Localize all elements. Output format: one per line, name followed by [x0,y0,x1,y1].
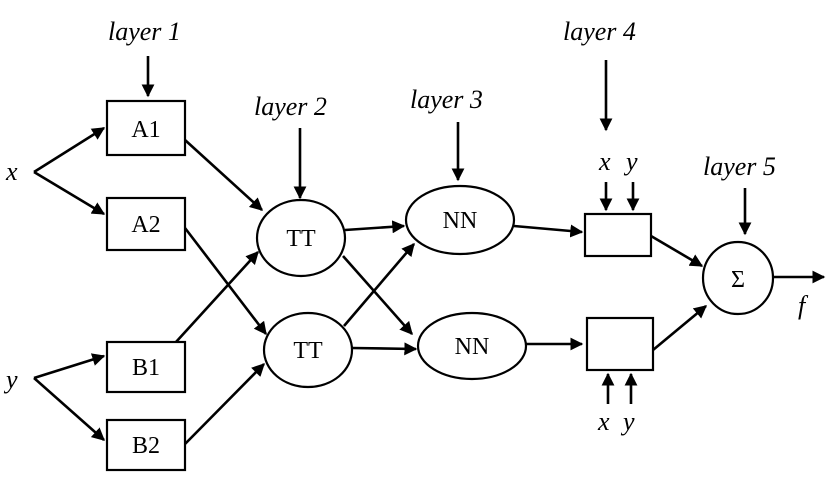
layer-2-label: layer 2 [254,92,327,121]
edge-a2-tt2 [183,227,268,336]
layer-5-label: layer 5 [703,152,776,181]
edge-y-b2 [33,377,105,441]
l4-top-y-label: y [623,147,638,176]
l4-bottom-x-label: x [597,407,610,436]
l4-top-x-label: x [598,147,611,176]
edge-tt1-nn1 [344,220,406,234]
input-x-label: x [5,157,18,186]
node-l4-bottom [585,316,655,372]
edge-b1-tt1 [175,251,259,343]
node-b2 [105,418,187,472]
edge-tt1-nn2 [342,255,413,335]
node-tt2-label: TT [293,338,323,364]
edge-nn1-l4a [513,224,584,238]
node-tt2 [262,311,354,389]
edge-l4a-sum [650,234,704,268]
edge-y-b1 [33,353,106,380]
edge-a1-tt1 [184,139,263,211]
layer-1-label: layer 1 [108,17,181,46]
node-a1-label: A1 [131,117,160,143]
edge-x-a1 [33,126,106,174]
node-tt1 [255,198,347,278]
node-a2 [105,196,187,252]
node-b1-label: B1 [132,355,160,381]
node-b2-label: B2 [132,433,160,459]
l4-bottom-y-label: y [620,407,635,436]
edge-tt2-nn2 [351,342,418,356]
layer-3-label: layer 3 [410,85,483,114]
input-y-label: y [3,365,18,394]
edge-x-a2 [33,170,106,216]
node-nn2-label: NN [455,334,490,360]
node-l4-top [583,212,653,258]
node-nn1 [404,184,516,256]
node-b1 [105,340,187,394]
edge-b2-tt2 [184,363,265,445]
node-a1 [105,99,187,157]
edge-tt2-nn1 [343,243,415,327]
node-tt1-label: TT [286,226,316,252]
output-f-label: f [798,291,809,320]
node-nn1-label: NN [443,208,478,234]
edge-l4b-sum [652,304,708,352]
node-nn2 [416,311,528,381]
node-sum-label: Σ [731,267,745,293]
node-a2-label: A2 [131,212,160,238]
layer-4-label: layer 4 [563,17,636,46]
